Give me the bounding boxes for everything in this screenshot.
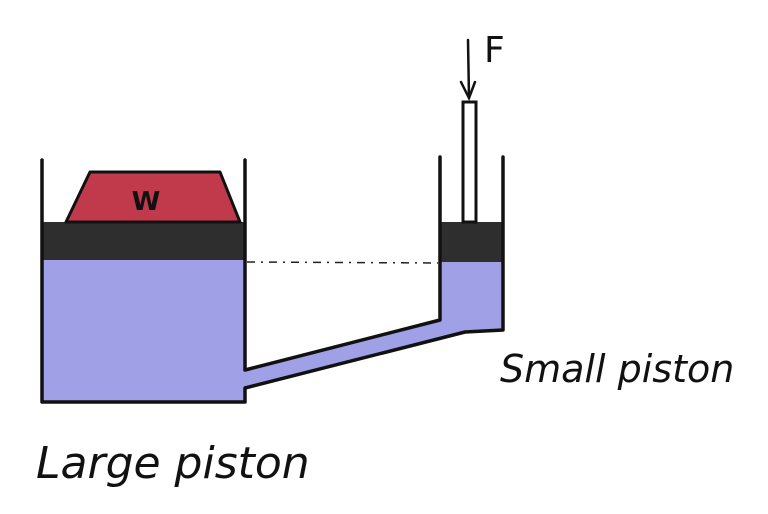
vessel-outline [40,155,505,404]
small-piston-label: Small piston [500,347,734,391]
fluid [42,260,503,402]
weight-label: W [132,187,161,217]
large-piston-label: Large piston [36,438,310,489]
force-arrow-icon [459,38,477,102]
piston-rod [461,100,478,224]
level-line [246,261,439,264]
weight-block [64,170,242,224]
small-piston [440,222,503,262]
force-label: F [484,30,505,71]
large-piston [42,222,245,260]
